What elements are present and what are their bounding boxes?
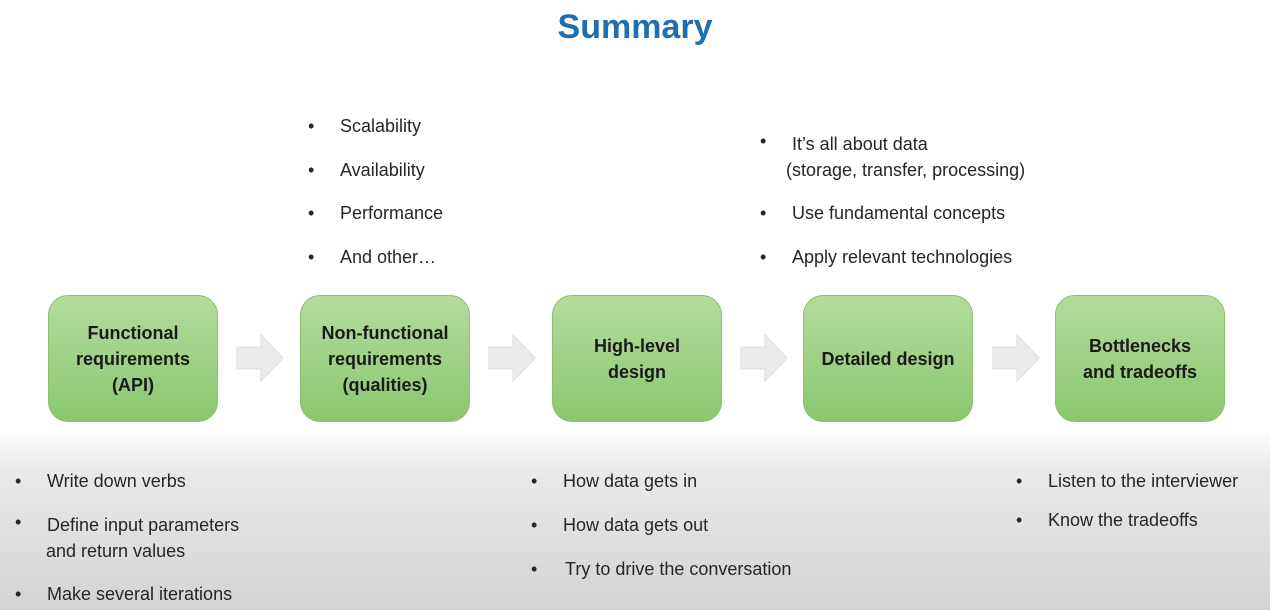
list-item: Try to drive the conversation [531, 556, 791, 582]
arrow-right-icon [487, 333, 537, 383]
high-level-design-notes: How data gets in How data gets out Try t… [531, 468, 791, 582]
step-label-line: Functional [87, 322, 179, 343]
list-item: And other… [308, 244, 443, 270]
step-label-line: Non-functional [321, 322, 449, 343]
list-item-line: It’s all about data [792, 134, 928, 154]
arrow-right-icon [739, 333, 789, 383]
list-item: Write down verbs [15, 468, 239, 494]
list-item: How data gets out [531, 512, 791, 538]
list-item-line: Define input parameters [47, 515, 240, 535]
step-detailed-design: Detailed design [803, 295, 973, 422]
list-item: Define input parameters and return value… [15, 512, 239, 564]
list-item: Apply relevant technologies [760, 244, 1025, 270]
list-item: Know the tradeoffs [1016, 507, 1238, 533]
step-label-line: requirements [327, 348, 443, 369]
list-item: Use fundamental concepts [760, 200, 1025, 226]
list-item: Scalability [308, 113, 443, 139]
detailed-design-notes: It’s all about data (storage, transfer, … [760, 131, 1025, 270]
step-label-line: and tradeoffs [1082, 361, 1197, 382]
step-label-line: design [607, 361, 666, 382]
functional-notes: Write down verbs Define input parameters… [15, 468, 239, 607]
list-item: How data gets in [531, 468, 791, 494]
step-label-line: requirements [75, 348, 191, 369]
arrow-right-icon [991, 333, 1041, 383]
step-label-line: Detailed design [821, 348, 955, 369]
arrow-right-icon [235, 333, 285, 383]
list-item: Availability [308, 157, 443, 183]
step-high-level-design: High-level design [552, 295, 722, 422]
list-item: Listen to the interviewer [1016, 468, 1238, 494]
step-bottlenecks-tradeoffs: Bottlenecks and tradeoffs [1055, 295, 1225, 422]
list-item: It’s all about data (storage, transfer, … [760, 131, 1025, 183]
step-nonfunctional-requirements: Non-functional requirements (qualities) [300, 295, 470, 422]
step-label-line: (API) [111, 374, 154, 395]
step-label-line: High-level [593, 335, 681, 356]
list-item: Performance [308, 200, 443, 226]
step-functional-requirements: Functional requirements (API) [48, 295, 218, 422]
step-label-line: (qualities) [342, 374, 428, 395]
bottlenecks-notes: Listen to the interviewer Know the trade… [1016, 468, 1238, 533]
nonfunctional-notes: Scalability Availability Performance And… [308, 113, 443, 287]
list-item: Make several iterations [15, 581, 239, 607]
page-title: Summary [557, 8, 713, 46]
step-label-line: Bottlenecks [1088, 335, 1192, 356]
list-item-line: and return values [46, 541, 186, 561]
list-item-line: (storage, transfer, processing) [786, 160, 1026, 180]
